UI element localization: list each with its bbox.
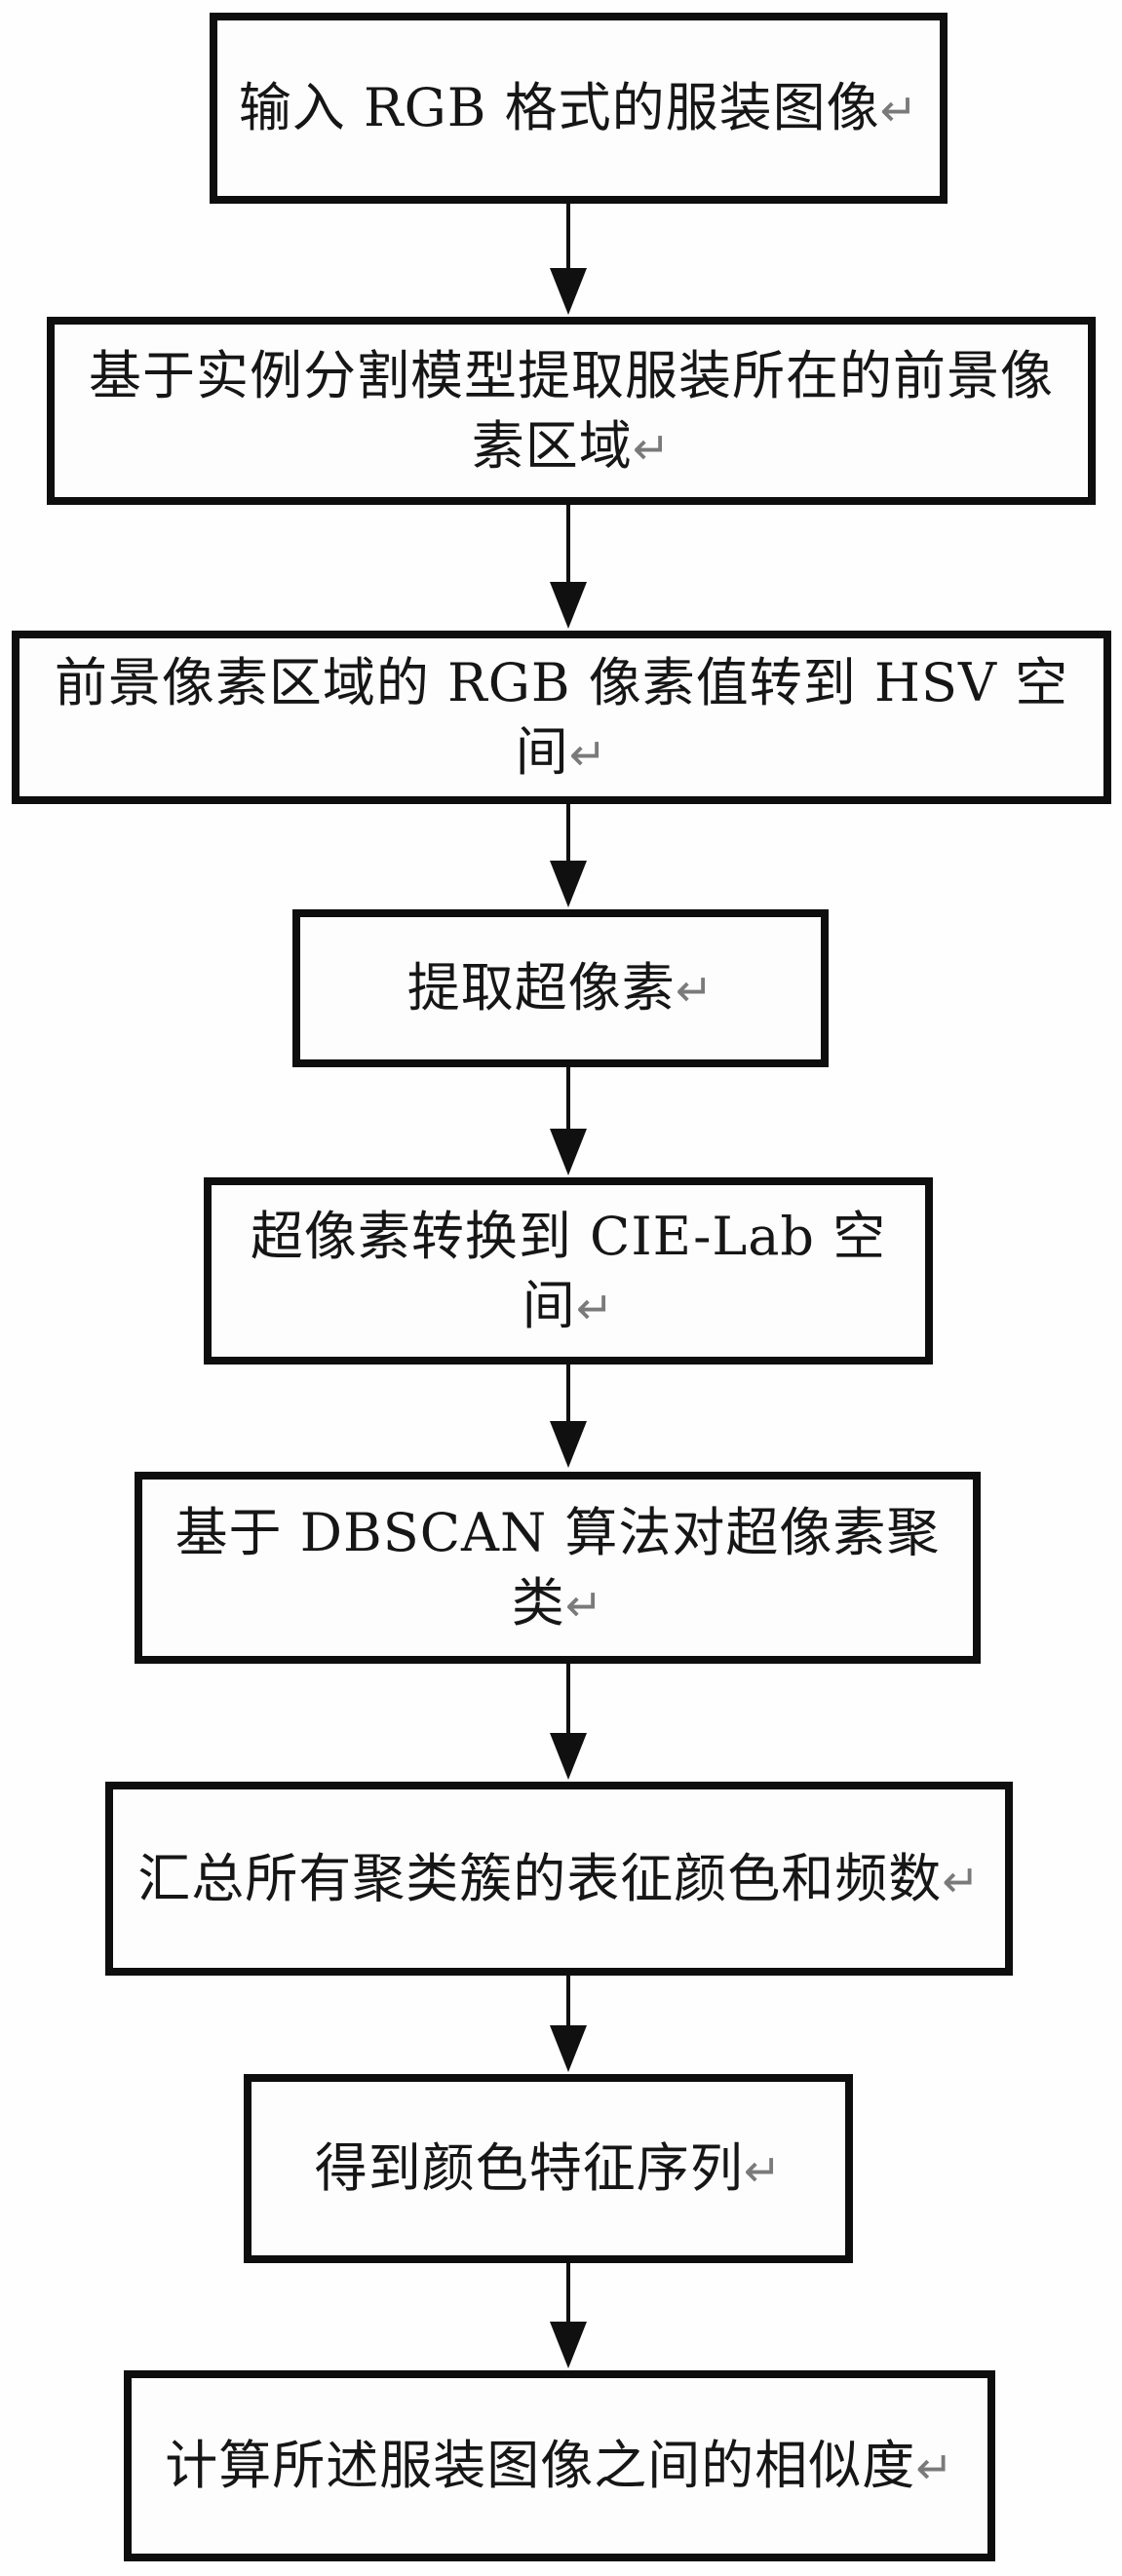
return-mark-icon: ↵ <box>879 84 919 137</box>
down-arrow-4 <box>549 1067 588 1175</box>
arrow-line <box>566 1365 570 1421</box>
down-arrow-7 <box>549 1976 588 2072</box>
arrow-line <box>566 804 570 861</box>
flow-box-label: 汇总所有聚类簇的表征颜色和频数↵ <box>137 1847 981 1909</box>
flow-box-instance-segmentation: 基于实例分割模型提取服装所在的前景像素区域↵ <box>47 317 1096 505</box>
down-arrow-8 <box>549 2263 588 2368</box>
flow-box-dbscan-clustering: 基于 DBSCAN 算法对超像素聚类↵ <box>135 1472 981 1664</box>
down-arrow-3 <box>549 804 588 907</box>
down-arrow-5 <box>549 1365 588 1468</box>
arrow-head-icon <box>550 2025 587 2072</box>
return-mark-icon: ↵ <box>675 964 715 1018</box>
arrow-line <box>566 1067 570 1129</box>
flow-box-aggregate-cluster-colors: 汇总所有聚类簇的表征颜色和频数↵ <box>105 1782 1013 1976</box>
arrow-line <box>566 1976 570 2025</box>
flow-box-label: 前景像素区域的 RGB 像素值转到 HSV 空间↵ <box>54 651 1069 783</box>
return-mark-icon: ↵ <box>632 421 672 475</box>
flow-box-label: 超像素转换到 CIE-Lab 空间↵ <box>250 1205 887 1336</box>
flow-box-label: 计算所述服装图像之间的相似度↵ <box>165 2435 954 2497</box>
return-mark-icon: ↵ <box>942 1854 981 1907</box>
down-arrow-1 <box>549 204 588 315</box>
flow-box-rgb-to-hsv: 前景像素区域的 RGB 像素值转到 HSV 空间↵ <box>12 631 1111 804</box>
flow-box-compute-similarity: 计算所述服装图像之间的相似度↵ <box>124 2370 995 2561</box>
flow-box-label: 基于 DBSCAN 算法对超像素聚类↵ <box>174 1502 941 1634</box>
flow-box-label: 输入 RGB 格式的服装图像↵ <box>238 77 919 139</box>
arrow-head-icon <box>550 1421 587 1468</box>
arrow-head-icon <box>550 1129 587 1175</box>
flow-box-label: 基于实例分割模型提取服装所在的前景像素区域↵ <box>89 345 1054 477</box>
arrow-line <box>566 2263 570 2322</box>
return-mark-icon: ↵ <box>915 2441 954 2495</box>
flow-box-extract-superpixels: 提取超像素↵ <box>292 909 829 1067</box>
return-mark-icon: ↵ <box>564 1578 604 1632</box>
flow-box-cielab-conversion: 超像素转换到 CIE-Lab 空间↵ <box>204 1177 933 1365</box>
arrow-line <box>566 1664 570 1733</box>
arrow-line <box>566 204 570 268</box>
down-arrow-2 <box>549 505 588 629</box>
arrow-head-icon <box>550 1733 587 1780</box>
return-mark-icon: ↵ <box>743 2144 783 2198</box>
arrow-head-icon <box>550 268 587 315</box>
arrow-head-icon <box>550 2322 587 2368</box>
arrow-line <box>566 505 570 582</box>
flow-box-color-feature-sequence: 得到颜色特征序列↵ <box>244 2074 853 2263</box>
return-mark-icon: ↵ <box>568 728 608 781</box>
arrow-head-icon <box>550 861 587 907</box>
arrow-head-icon <box>550 582 587 629</box>
flow-box-label: 得到颜色特征序列↵ <box>314 2137 783 2200</box>
down-arrow-6 <box>549 1664 588 1780</box>
flow-box-label: 提取超像素↵ <box>406 957 715 1019</box>
flow-box-input-rgb-image: 输入 RGB 格式的服装图像↵ <box>210 13 948 204</box>
return-mark-icon: ↵ <box>575 1282 615 1334</box>
